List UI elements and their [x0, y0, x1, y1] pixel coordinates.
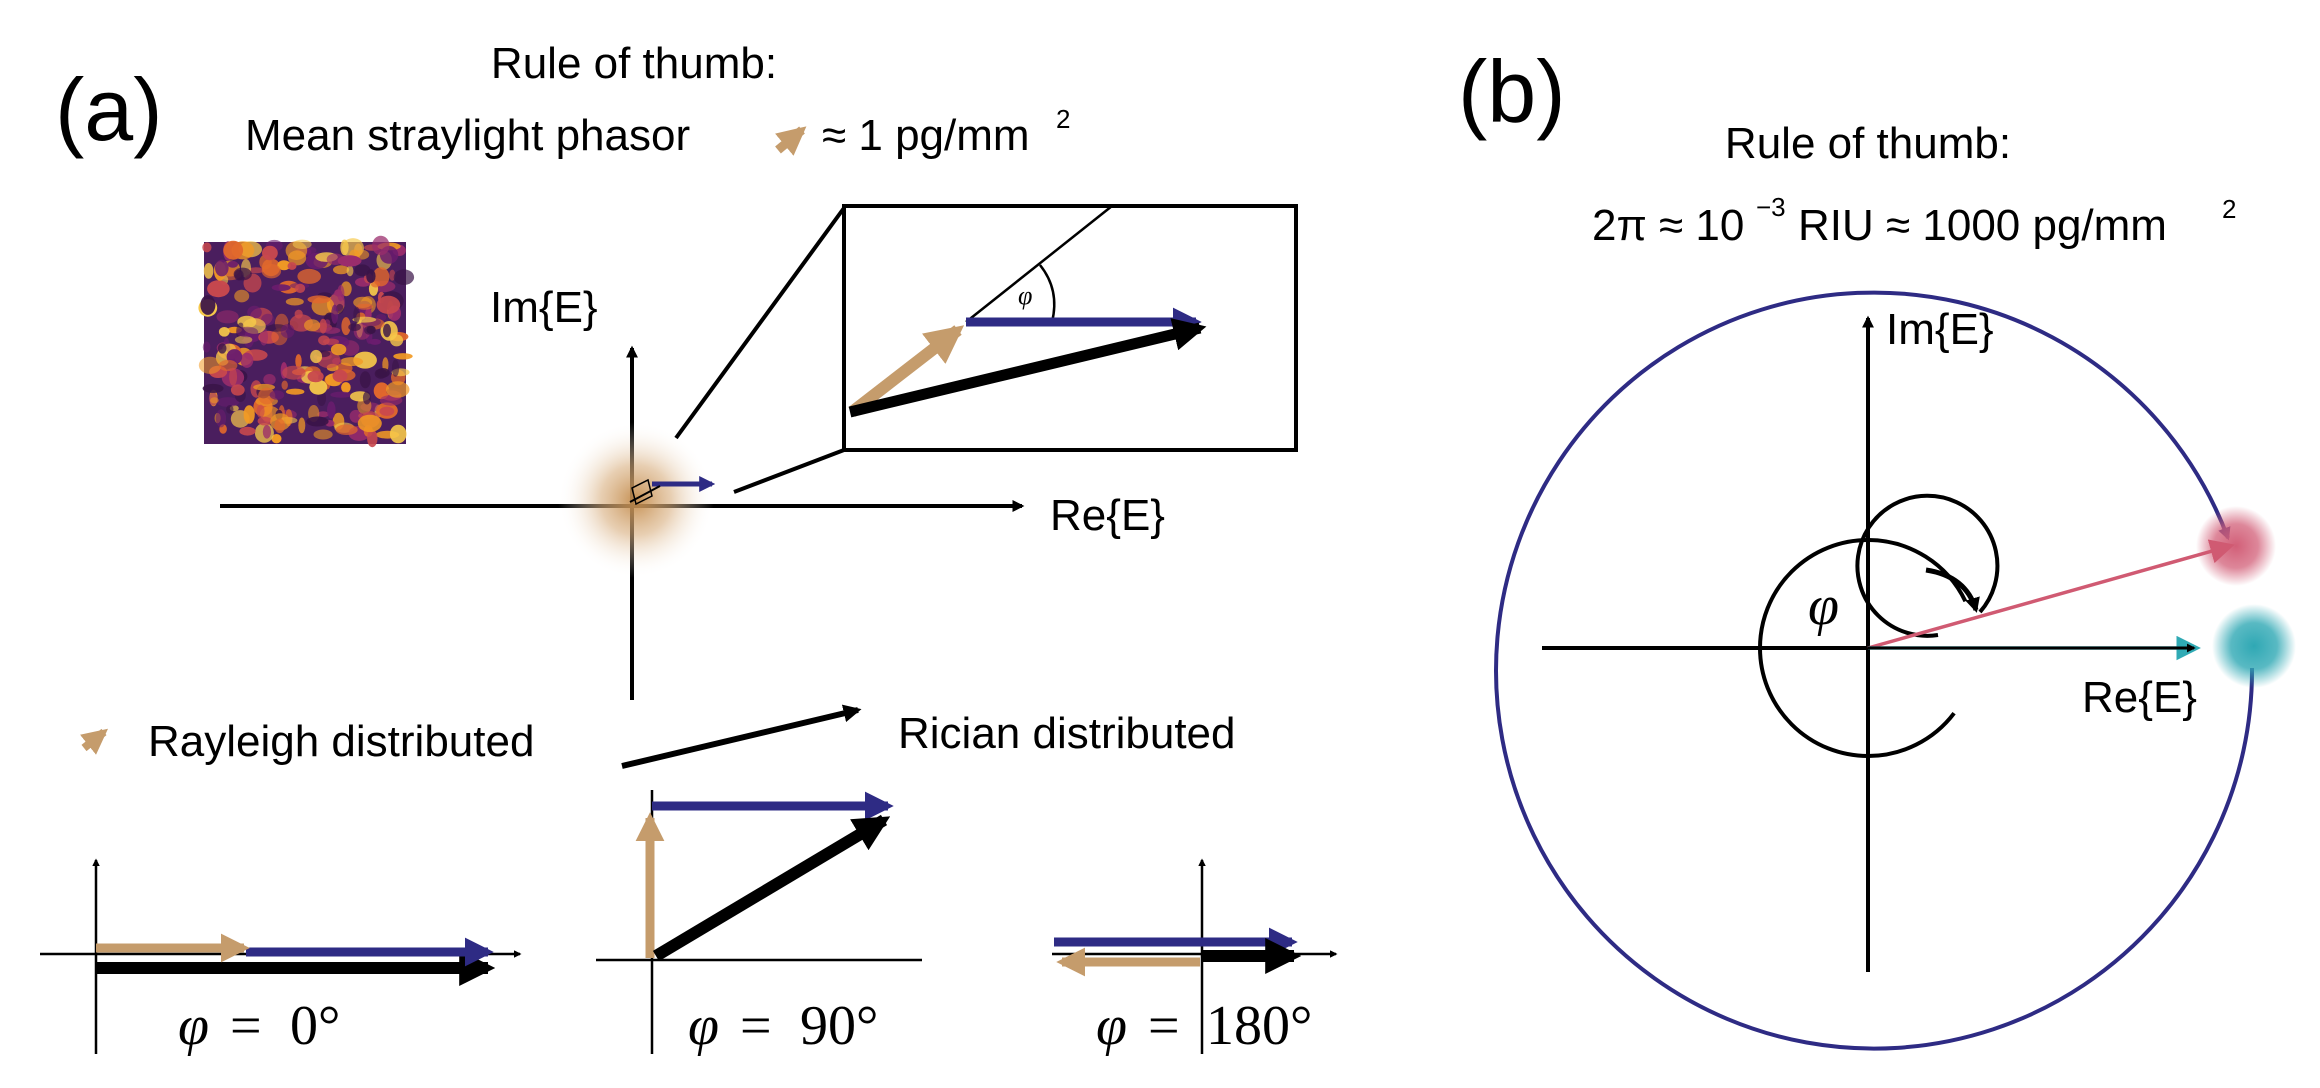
panel-a: (a) Rule of thumb: Mean straylight phaso… — [40, 39, 1338, 1057]
panel-b-label: (b) — [1458, 42, 1566, 141]
small-phase-circle — [1758, 538, 1978, 758]
panel-a-rule-title: Rule of thumb: — [491, 39, 777, 88]
case-phi-180: φ = 180° — [1052, 858, 1338, 1057]
case0-eq: = — [230, 995, 262, 1057]
zoom-line-lower — [733, 448, 845, 494]
speckle-image — [198, 235, 415, 448]
panel-b: (b) Rule of thumb: 2π ≈ 10 −3 RIU ≈ 1000… — [1458, 42, 2296, 1051]
case0-value: 0° — [290, 995, 340, 1057]
teal-blob — [2212, 604, 2296, 688]
legend-rayleigh-label: Rayleigh distributed — [148, 717, 534, 766]
small-phase-arrow — [1925, 567, 1980, 613]
case180-phi: φ — [1096, 995, 1127, 1057]
pink-phasor — [1867, 539, 2235, 650]
zoom-line-upper — [674, 206, 846, 440]
axis-im-label-b: Im{E} — [1886, 305, 1994, 354]
inset-tan-phasor — [848, 325, 965, 417]
axis-re-label-b: Re{E} — [2082, 673, 2197, 722]
legend-rician-icon — [621, 704, 862, 769]
panel-a-rule-sup: 2 — [1056, 104, 1070, 134]
panel-a-rule-text-after: ≈ 1 pg/mm — [822, 111, 1030, 160]
case90-black-phasor — [652, 814, 891, 962]
case-phi-0: φ = 0° — [40, 858, 522, 1057]
pink-blob — [2196, 506, 2276, 586]
legend-rayleigh-icon — [80, 728, 108, 755]
panel-b-formula-part2: RIU ≈ 1000 pg/mm — [1798, 201, 2167, 250]
panel-a-label: (a) — [55, 60, 163, 159]
legend-rician-label: Rician distributed — [898, 709, 1236, 758]
panel-b-formula-sup2: 2 — [2222, 194, 2236, 224]
small-zoom-marker — [631, 478, 653, 506]
case180-value: 180° — [1206, 995, 1312, 1057]
inset-box — [842, 204, 1298, 452]
case90-eq: = — [740, 995, 772, 1057]
case180-eq: = — [1148, 995, 1180, 1057]
straylight-distribution-blob — [558, 422, 714, 578]
axis-re-label-a: Re{E} — [1050, 491, 1165, 540]
panel-b-rule-title: Rule of thumb: — [1725, 119, 2011, 168]
panel-a-rule-text-before: Mean straylight phasor — [245, 111, 690, 160]
inset-reference-line — [965, 205, 1113, 323]
case90-phi: φ — [688, 995, 719, 1057]
small-phase-arc — [1855, 493, 2000, 638]
panel-b-phi: φ — [1808, 575, 1839, 637]
inset-phi-label: φ — [1018, 281, 1032, 310]
inset-black-phasor — [848, 318, 1207, 418]
case-phi-90: φ = 90° — [596, 790, 922, 1057]
panel-b-formula-part1: 2π ≈ 10 — [1592, 201, 1744, 250]
panel-b-formula-sup: −3 — [1756, 192, 1786, 222]
rule-tan-arrow-icon — [775, 126, 807, 156]
inset-angle-arc — [1039, 264, 1056, 323]
case90-value: 90° — [800, 995, 878, 1057]
case0-phi: φ — [178, 995, 209, 1057]
phase-circle — [1494, 290, 2255, 1051]
axis-im-label-a: Im{E} — [490, 283, 598, 332]
